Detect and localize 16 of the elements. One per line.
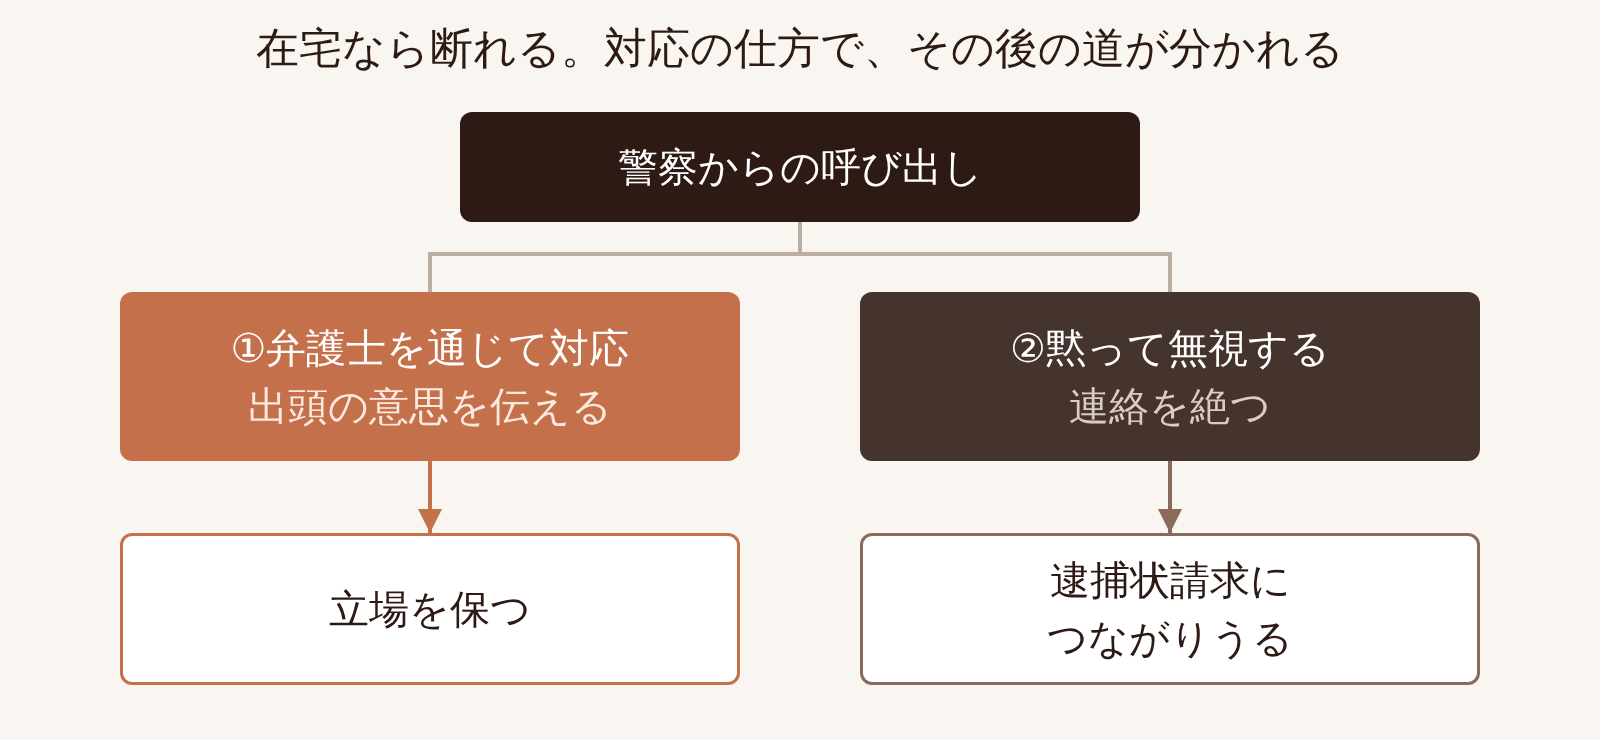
- process-box: [460, 112, 1140, 222]
- outcome-box: [120, 533, 740, 685]
- outcome-box: [860, 533, 1480, 685]
- box-heading: 逮捕状請求につながりうる: [1046, 556, 1294, 663]
- option-box: [120, 292, 740, 461]
- connector-line: [798, 222, 1172, 292]
- box-heading: 警察からの呼び出し: [617, 143, 983, 192]
- arrow: [418, 461, 442, 533]
- box-heading: ②黙って無視する: [1010, 323, 1330, 373]
- box-heading: ①弁護士を通じて対応: [230, 323, 630, 373]
- option-box: [860, 292, 1480, 461]
- arrow: [1158, 461, 1182, 533]
- box-subtext: 連絡を絶つ: [1069, 381, 1271, 431]
- title: 在宅なら断れる。対応の仕方で、その後の道が分かれる: [256, 23, 1344, 73]
- box-heading: 立場を保つ: [329, 585, 531, 634]
- box-subtext: 出頭の意思を伝える: [248, 381, 612, 431]
